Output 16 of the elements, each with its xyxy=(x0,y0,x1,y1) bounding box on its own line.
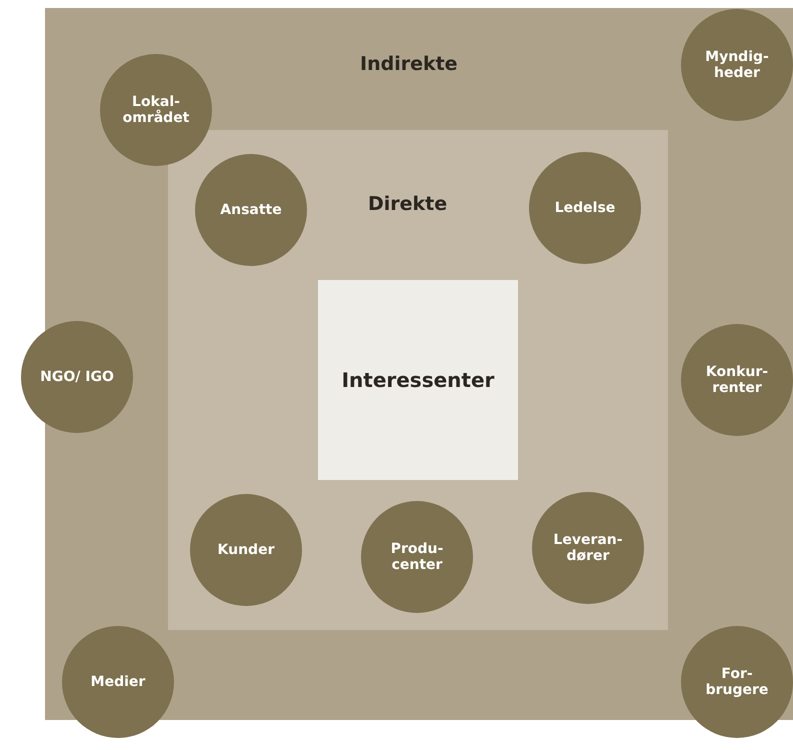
stakeholder-label: Ledelse xyxy=(554,200,616,216)
zone-heading: Direkte xyxy=(368,193,448,215)
stakeholder-label: Lokal- området xyxy=(122,94,190,126)
direct-zone-box xyxy=(168,130,668,630)
stakeholder-label: Medier xyxy=(90,674,146,690)
stakeholder-label: Myndig- heder xyxy=(704,49,770,81)
zone-heading: Indirekte xyxy=(360,53,458,75)
stakeholder-label: Leveran- dører xyxy=(552,532,624,564)
stakeholder-label: Konkur- renter xyxy=(704,364,770,396)
stakeholder-label: NGO/ IGO xyxy=(39,369,115,385)
stakeholder-label: For- brugere xyxy=(704,666,770,698)
center-title: Interessenter xyxy=(342,368,494,392)
stakeholder-label: Ansatte xyxy=(219,202,283,218)
stakeholder-label: Produ- center xyxy=(390,541,444,573)
center-box xyxy=(318,280,518,480)
stakeholder-label: Kunder xyxy=(216,542,276,558)
